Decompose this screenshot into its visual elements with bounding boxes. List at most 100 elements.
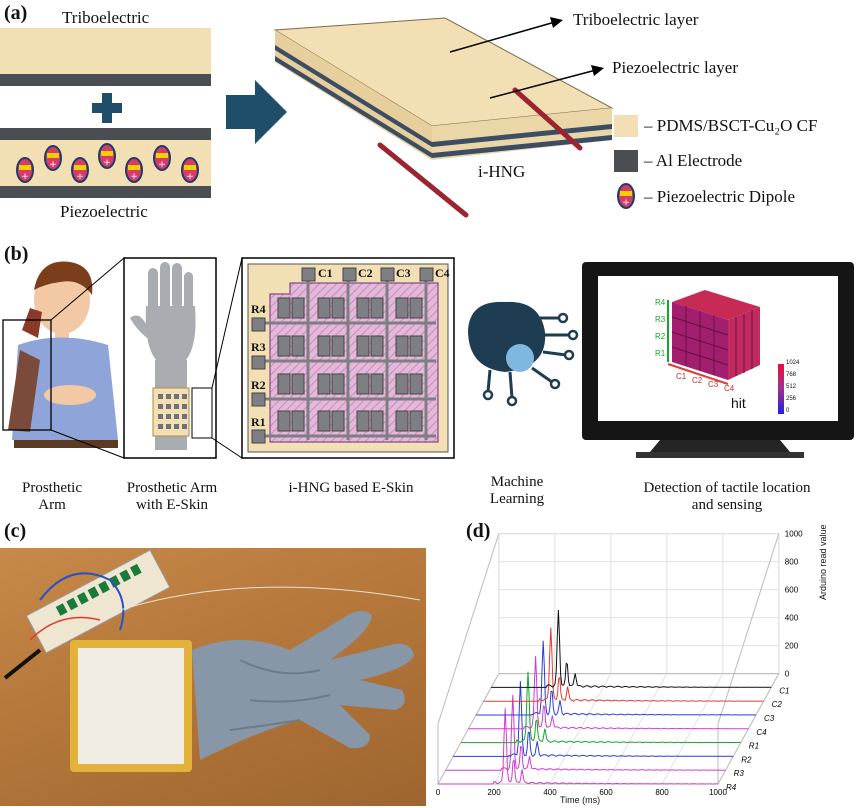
col-label-c2: C2 (358, 266, 373, 280)
piezo-label: Piezoelectric (60, 202, 148, 221)
electrode-pad (291, 410, 305, 432)
electrode-pad (317, 297, 331, 319)
screen-cbar-tick: 768 (786, 372, 797, 378)
panel-a-label: (a) (4, 2, 28, 24)
electrode-pad (317, 335, 331, 357)
x-tick-label: 0 (436, 788, 441, 797)
legend-film-text: – PDMS/BSCT-Cu₂O CF (644, 116, 818, 135)
panel-d-label: (d) (466, 520, 491, 542)
brain-chip-icon (468, 301, 579, 407)
piezo-electrode-top (0, 128, 211, 140)
electrode-pad (277, 297, 291, 319)
electrode-pad (291, 297, 305, 319)
x-tick-label: 600 (599, 788, 613, 797)
x-tick-label: 1000 (709, 788, 727, 797)
screen-cbar-tick: 256 (786, 396, 797, 402)
electrode-pad (277, 335, 291, 357)
plus-icon (92, 93, 122, 123)
electrode-pad (356, 297, 370, 319)
right-arrow-icon (226, 80, 287, 144)
y-tick-label: 800 (785, 558, 799, 567)
electrode-pad (331, 335, 345, 357)
electrode-pad (409, 335, 423, 357)
series-label: R2 (741, 755, 752, 764)
screen-cbar-tick: 0 (786, 408, 790, 414)
x-axis-label: Time (ms) (560, 795, 601, 805)
electrode-pad (395, 335, 409, 357)
panel-c-label: (c) (4, 520, 27, 542)
series-label: C4 (756, 728, 767, 737)
electrode-pad (331, 410, 345, 432)
series-line-c2 (483, 627, 764, 702)
screen-y-tick: R3 (655, 315, 666, 324)
series-line-r4 (438, 708, 718, 785)
screen-x-tick: C2 (692, 376, 703, 385)
col-label-c4: C4 (435, 266, 450, 280)
row-label-r3: R3 (251, 340, 266, 354)
electrode-pad (291, 373, 305, 395)
legend-dipole-text: – Piezoelectric Dipole (644, 187, 796, 206)
series-label: R1 (749, 742, 759, 751)
x-tick-label: 400 (543, 788, 557, 797)
piezo-electrode-bottom (0, 186, 211, 198)
caption-ml: Machine Learning (489, 474, 545, 507)
panel-b-label: (b) (4, 243, 29, 265)
row-label-r1: R1 (251, 415, 266, 429)
tribo-film (0, 28, 211, 74)
electrode-pad (356, 373, 370, 395)
series-label: R4 (726, 783, 737, 792)
row-label-r2: R2 (251, 378, 266, 392)
screen-y-tick: R2 (655, 332, 666, 341)
screen-x-tick: C3 (708, 380, 719, 389)
series-label: C3 (764, 714, 775, 723)
electrode-pad (317, 410, 331, 432)
electrode-pad (370, 410, 384, 432)
electrode-pad (370, 297, 384, 319)
series-label: R3 (734, 769, 745, 778)
row-label-r4: R4 (251, 302, 266, 316)
y-tick-label: 1000 (785, 530, 803, 539)
col-label-c3: C3 (396, 266, 411, 280)
y-axis-label: Arduino read value (818, 524, 828, 600)
screen-y-tick: R1 (655, 349, 666, 358)
electrode-pad (331, 373, 345, 395)
x-tick-label: 800 (655, 788, 669, 797)
device-name: i-HNG (478, 162, 526, 181)
electrode-pad (317, 373, 331, 395)
caption-detection: Detection of tactile location and sensin… (643, 480, 811, 513)
tribo-electrode (0, 74, 211, 86)
electrode-pad (409, 297, 423, 319)
series-line-r2 (453, 681, 734, 758)
electrode-pad (277, 410, 291, 432)
col-label-c1: C1 (318, 266, 333, 280)
electrode-pad (395, 373, 409, 395)
x-tick-label: 200 (487, 788, 501, 797)
electrode-pad (356, 335, 370, 357)
screen-cbar-tick: 1024 (786, 360, 800, 366)
legend-electrode-text: – Al Electrode (644, 151, 743, 170)
screen-y-tick: R4 (655, 298, 666, 307)
electrode-pad (291, 335, 305, 357)
person-illustration (8, 261, 118, 448)
electrode-pad (356, 410, 370, 432)
electrode-pad (370, 335, 384, 357)
screen-hit-text: hit (731, 395, 746, 411)
series-line-c4 (468, 656, 749, 730)
tribo-label: Triboelectric (62, 8, 150, 27)
series-label: C2 (772, 700, 783, 709)
screen-x-tick: C4 (724, 384, 735, 393)
caption-arm-eskin: Prosthetic Arm with E-Skin (126, 480, 218, 513)
y-tick-label: 600 (785, 586, 799, 595)
electrode-pad (395, 410, 409, 432)
series-line-c3 (476, 640, 756, 716)
electrode-pad (370, 373, 384, 395)
screen-cbar-tick: 512 (786, 384, 797, 390)
eskin-electrode-grid (262, 280, 436, 440)
electrode-pad (409, 410, 423, 432)
series-line-r1 (460, 671, 741, 744)
callout-tribo: Triboelectric layer (573, 10, 699, 29)
series-line-r3 (445, 694, 726, 771)
